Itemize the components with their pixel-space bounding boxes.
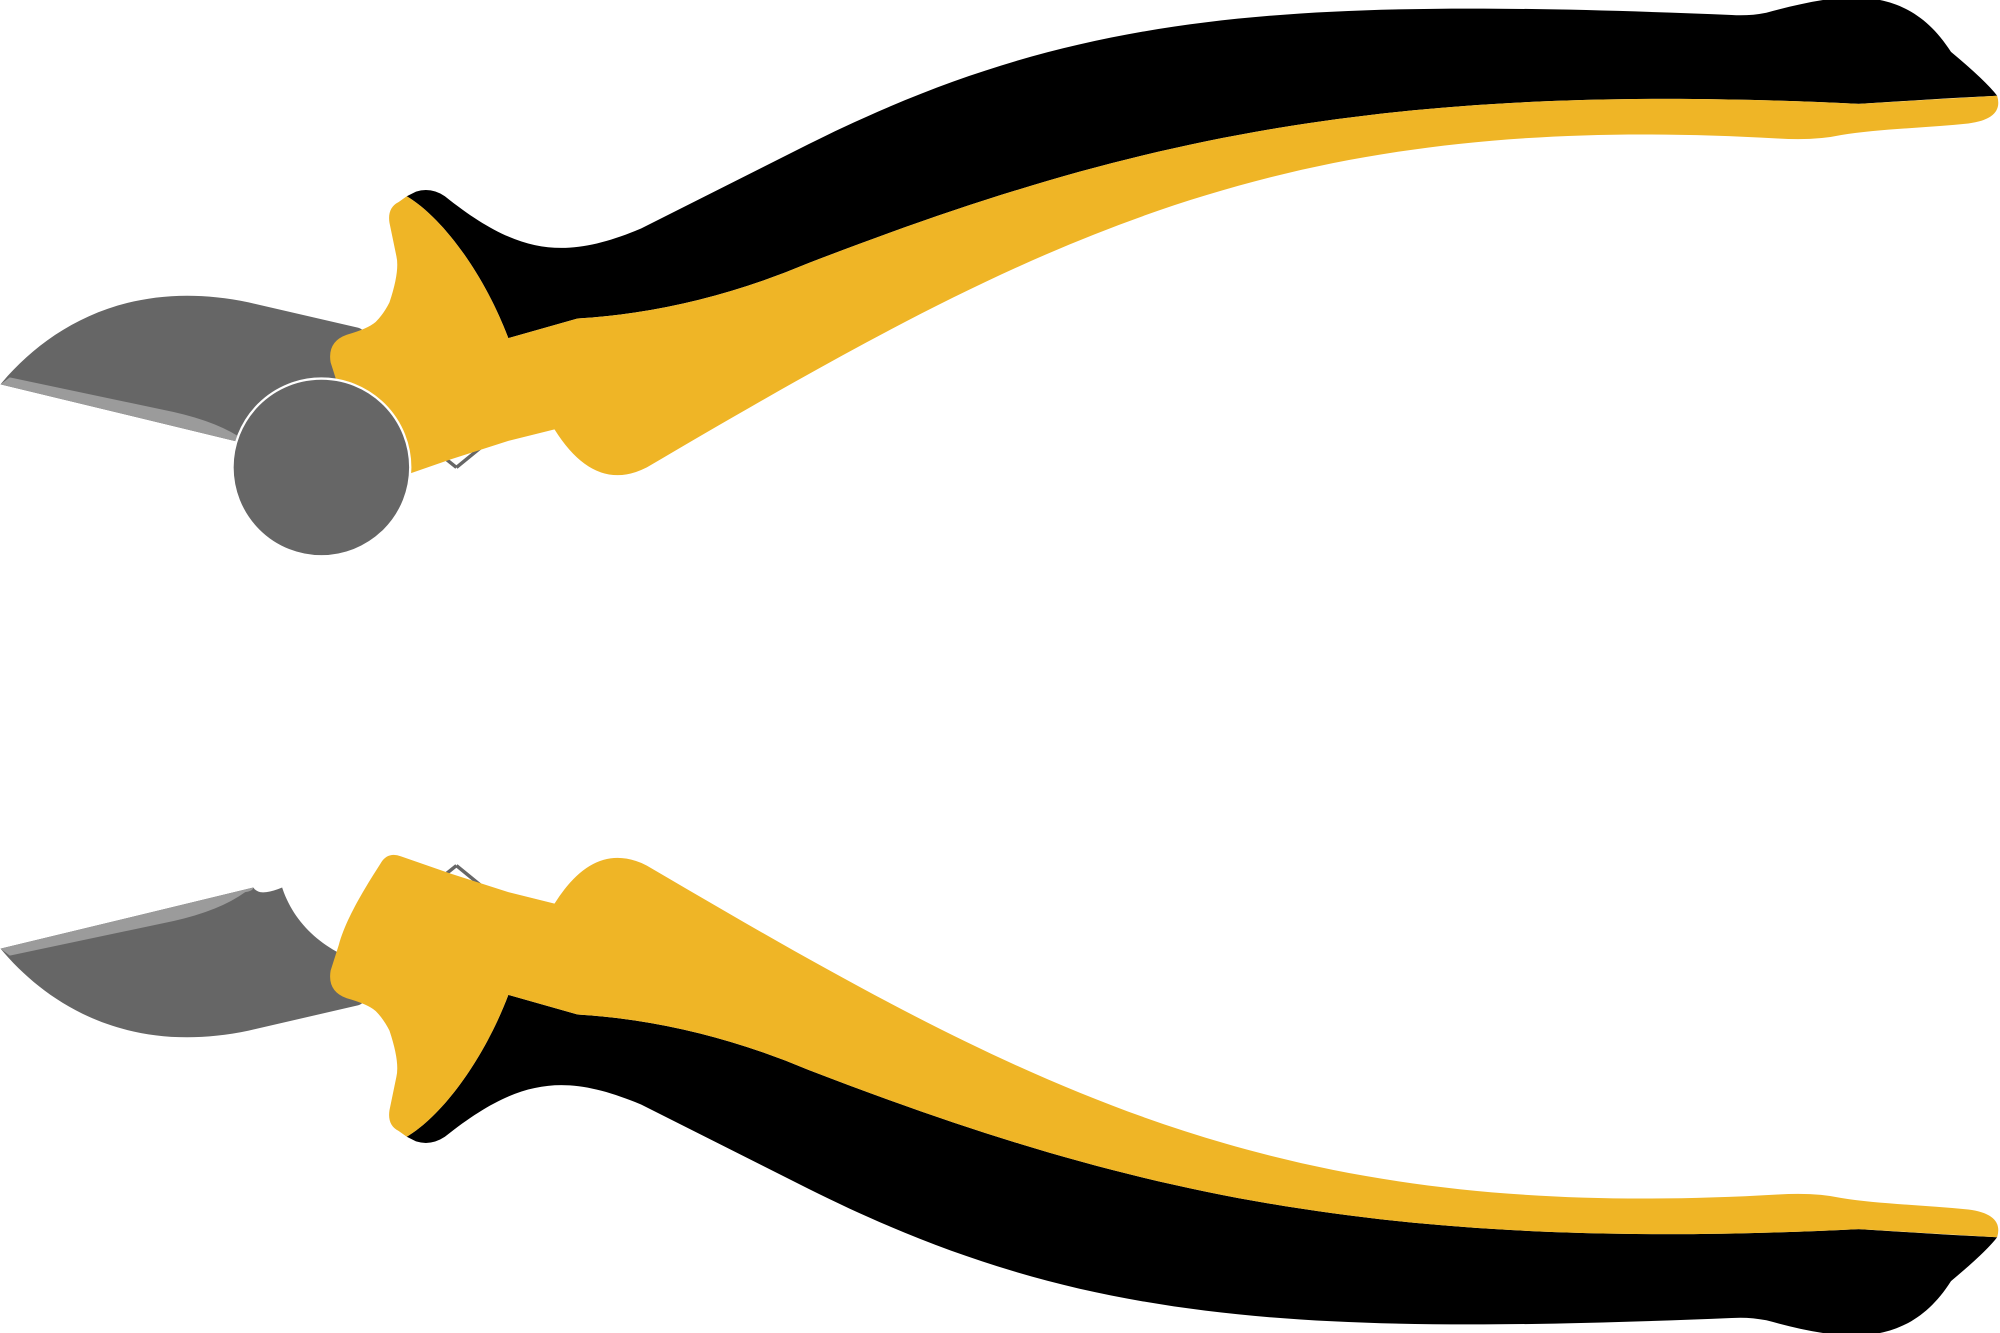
- upper-jaw-edge: [0, 377, 254, 446]
- upper-accent: [330, 95, 1999, 479]
- lower-half: [0, 853, 2000, 1333]
- upper-grip: [406, 0, 1998, 339]
- pivot-rivet: [231, 377, 412, 558]
